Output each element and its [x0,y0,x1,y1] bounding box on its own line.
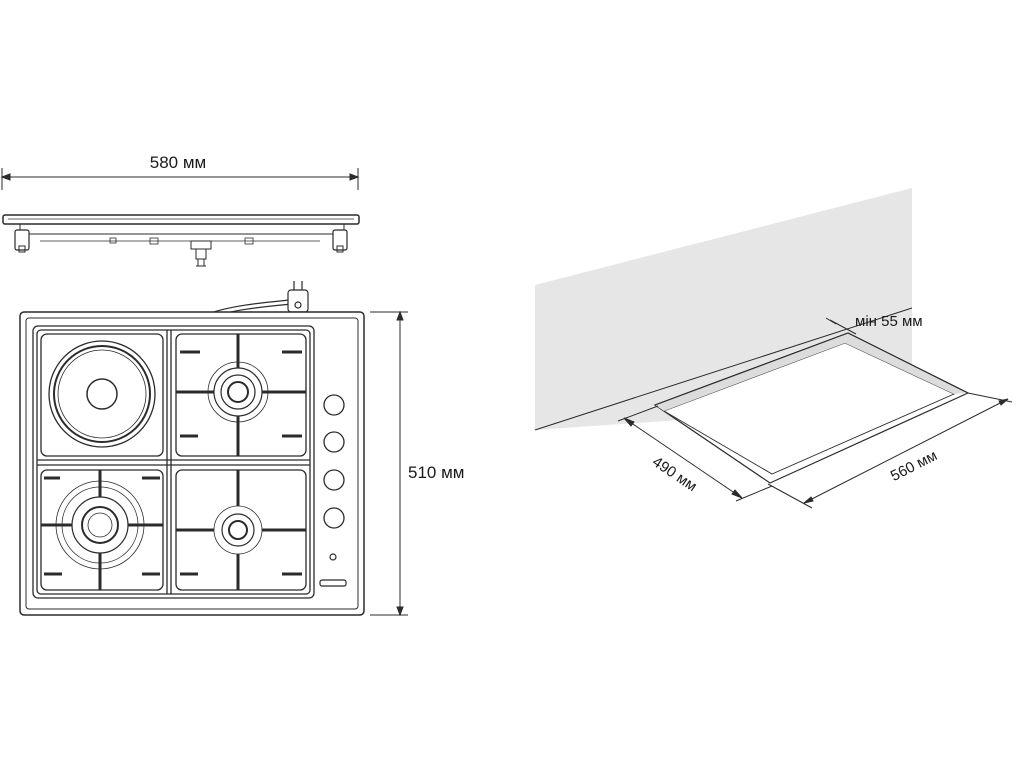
ignition-button [329,553,337,561]
knob-icon [323,394,345,529]
control-knob-1 [323,394,345,416]
control-knob-3 [323,469,345,491]
control-knob-4 [323,507,345,529]
gas-burner-large [41,470,163,590]
worktop-back-edge [534,307,913,431]
fixing-clip-right [332,229,348,251]
side-profile-view [0,168,360,267]
cutout-depth-label: 490 мм [649,453,700,495]
min-gap-dimension-line [825,317,857,335]
depth-dimension-line [370,310,408,617]
pan-support-grate [32,325,315,599]
plug-icon [287,281,309,313]
gas-burner-medium [176,334,306,456]
hob-top-plate-profile [2,214,360,225]
brand-badge [319,579,347,587]
cutout-installation-view [534,188,1013,509]
depth-dimension-label: 510 мм [408,463,464,482]
cutout-depth-dimension-line [617,405,773,502]
electric-hotplate [40,333,164,457]
hob-outer-plate [19,311,365,616]
min-gap-label: мін 55 мм [855,313,923,330]
cutout-width-label: 560 мм [888,447,940,485]
width-dimension-label: 580 мм [150,153,206,172]
worktop-cutout [653,332,970,484]
fixing-clip-left [14,229,30,251]
cutout-width-dimension-line [767,392,1013,509]
control-knob-2 [323,431,345,453]
width-dimension-line [0,168,360,190]
gas-burner-small [176,470,306,590]
gas-inlet-fitting [190,240,212,267]
hob-top-view [19,281,408,617]
